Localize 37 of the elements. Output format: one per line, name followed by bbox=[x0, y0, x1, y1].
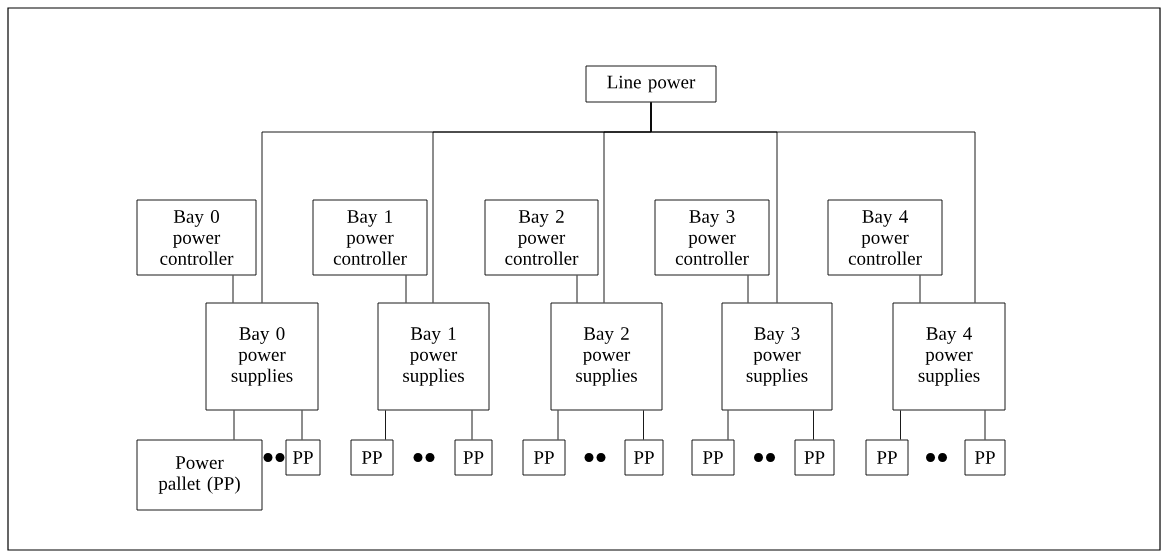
connector-line bbox=[405, 275, 407, 303]
block-box: Bay 2 power controller bbox=[484, 199, 599, 276]
connector-line bbox=[301, 410, 303, 440]
connector-line bbox=[984, 410, 986, 440]
block-box: Bay 0 power supplies bbox=[205, 302, 319, 411]
block-box: Bay 1 power supplies bbox=[377, 302, 490, 411]
connector-line bbox=[557, 410, 559, 440]
block-box: Bay 1 power controller bbox=[312, 199, 428, 276]
connector-line bbox=[650, 102, 976, 303]
block-box: Bay 3 power supplies bbox=[721, 302, 833, 411]
connector-line bbox=[813, 410, 814, 440]
block-box: PP bbox=[964, 439, 1006, 476]
block-box: PP bbox=[691, 439, 735, 476]
block-box: PP bbox=[350, 439, 394, 476]
block-box: Bay 0 power controller bbox=[136, 199, 257, 276]
connector-line bbox=[900, 410, 901, 440]
connector-line bbox=[471, 410, 473, 440]
connector-line bbox=[232, 275, 234, 303]
block-box: PP bbox=[624, 439, 664, 476]
connector-line bbox=[385, 410, 386, 440]
block-box: Line power bbox=[585, 65, 717, 103]
block-box: Power pallet (PP) bbox=[136, 439, 263, 511]
connector-line bbox=[919, 275, 921, 303]
connector-line bbox=[727, 410, 729, 440]
block-box: PP bbox=[794, 439, 835, 476]
block-box: PP bbox=[454, 439, 493, 476]
block-box: Bay 4 power controller bbox=[827, 199, 943, 276]
block-box: Bay 3 power controller bbox=[654, 199, 770, 276]
block-box: Bay 2 power supplies bbox=[550, 302, 663, 411]
block-box: PP bbox=[865, 439, 909, 476]
connector-line bbox=[576, 275, 578, 303]
connector-line bbox=[643, 410, 644, 440]
block-box: PP bbox=[522, 439, 566, 476]
connector-line bbox=[747, 275, 749, 303]
block-box: Bay 4 power supplies bbox=[892, 302, 1006, 411]
block-box: PP bbox=[285, 439, 321, 476]
connector-line bbox=[233, 410, 235, 440]
